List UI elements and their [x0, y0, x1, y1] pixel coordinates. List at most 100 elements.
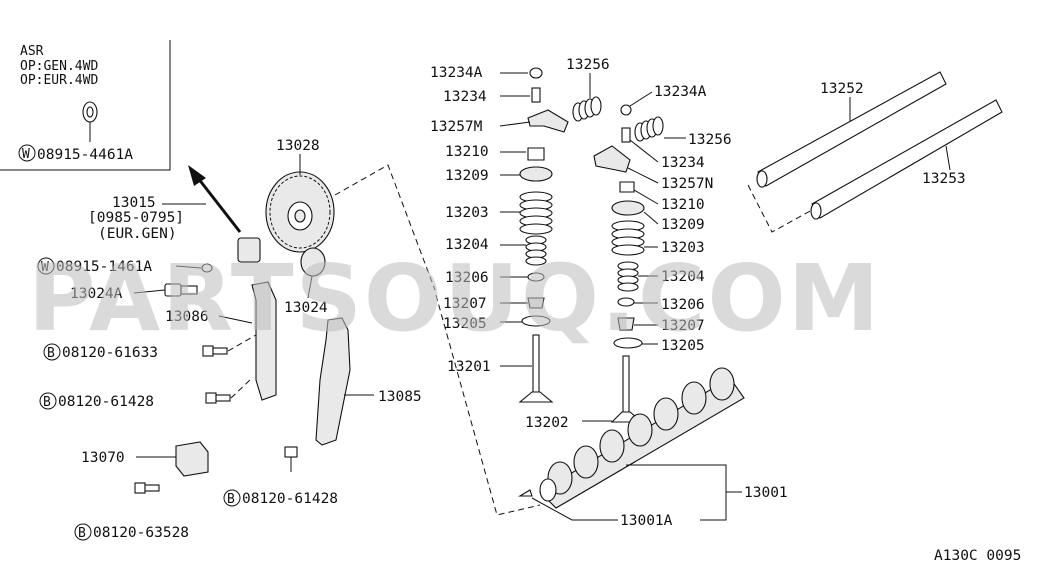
leader-1461a: [175, 265, 202, 269]
inset-washer-label[interactable]: 08915-4461A: [37, 147, 133, 163]
leader-13024: [307, 275, 313, 299]
spring-13204-b: [617, 261, 639, 292]
leader-13257n: [627, 167, 659, 184]
label-13256-a[interactable]: 13256: [566, 57, 610, 73]
label-13234-b[interactable]: 13234: [661, 155, 705, 171]
label-13234-a[interactable]: 13234: [443, 89, 487, 105]
label-13024a[interactable]: 13024A: [70, 286, 123, 302]
label-13209-a[interactable]: 13209: [445, 168, 489, 184]
label-13015-range: [0985-0795]: [88, 210, 184, 226]
leader-13234a-b: [629, 91, 653, 107]
b-circle-61428a: [39, 392, 57, 410]
label-13206-b[interactable]: 13206: [661, 297, 705, 313]
leader-13209-b: [643, 211, 659, 225]
label-13256-b[interactable]: 13256: [688, 132, 732, 148]
inset-arrow: [188, 165, 242, 233]
label-13252[interactable]: 13252: [820, 81, 864, 97]
label-13015[interactable]: 13015: [112, 195, 156, 211]
label-13205-a[interactable]: 13205: [443, 316, 487, 332]
bolt-63528-head: [134, 482, 146, 494]
seal-13207-b: [617, 317, 635, 331]
inset-line1: OP:GEN.4WD: [20, 59, 98, 74]
label-13001[interactable]: 13001: [744, 485, 788, 501]
bolt-61428a-shank: [215, 394, 231, 402]
label-13209-b[interactable]: 13209: [661, 217, 705, 233]
dowel-13001a-shape: [518, 489, 533, 497]
label-13234a-b[interactable]: 13234A: [654, 84, 707, 100]
label-13206-a[interactable]: 13206: [445, 270, 489, 286]
spring-13256-b-shape: [634, 116, 664, 142]
sprocket-assembly: [134, 171, 351, 494]
label-13001a[interactable]: 13001A: [620, 513, 673, 529]
rocker-13257m-shape: [527, 109, 569, 133]
chain-guide-13086-shape: [251, 281, 277, 401]
label-13024[interactable]: 13024: [284, 300, 328, 316]
seat-13206-b: [617, 297, 635, 307]
cam-washer-part: [237, 237, 261, 263]
label-13207-a[interactable]: 13207: [443, 296, 487, 312]
small-washer-shape: [201, 263, 213, 273]
shaft-dashed-link: [747, 184, 813, 233]
b-circle-61428b: [223, 489, 241, 507]
w-circle-1461a: [37, 257, 55, 275]
camshaft-13001-shape: [518, 367, 745, 509]
b-prefix-61633: B: [47, 346, 55, 361]
inset-title: ASR: [20, 44, 44, 59]
sprocket-hole: [294, 209, 306, 223]
spring-13256-a-shape: [572, 96, 602, 122]
washer-13205-a: [521, 315, 551, 327]
column-b-labels: 13256 13234A 13256 13234 13257N 13210 13…: [525, 57, 732, 431]
label-13204-a[interactable]: 13204: [445, 237, 489, 253]
retainer-13210-a: [527, 147, 545, 161]
nut-13234a-b: [620, 104, 632, 116]
label-13210-a[interactable]: 13210: [445, 144, 489, 160]
label-13210-b[interactable]: 13210: [661, 197, 705, 213]
label-13202[interactable]: 13202: [525, 415, 569, 431]
label-13253[interactable]: 13253: [922, 171, 966, 187]
camshaft-labels: 13001 13001A: [531, 464, 788, 529]
chain-tensioner-13085-shape: [315, 317, 351, 446]
label-13234a-a[interactable]: 13234A: [430, 65, 483, 81]
arrow-head: [188, 165, 206, 186]
label-b08120-61428-a[interactable]: 08120-61428: [58, 394, 154, 410]
valve-column-b: [572, 96, 664, 423]
nut-13234a-a: [529, 67, 543, 79]
spring-seat-13209-a: [519, 166, 553, 182]
bolt-63528-shank: [144, 484, 160, 492]
leader-13234-b: [629, 139, 659, 163]
rocker-shafts: 13252 13253: [747, 71, 1003, 233]
label-b08120-61633[interactable]: 08120-61633: [62, 345, 158, 361]
shaft-13252-end: [756, 170, 768, 188]
label-13257m[interactable]: 13257M: [430, 119, 483, 135]
left-labels: 13028 13015 [0985-0795] (EUR.GEN) W 0891…: [37, 138, 422, 541]
label-13207-b[interactable]: 13207: [661, 318, 705, 334]
bolt-61633-shank: [212, 347, 228, 355]
label-13028[interactable]: 13028: [276, 138, 320, 154]
spring-13203-a: [519, 191, 553, 235]
valve-13202-shape: [610, 355, 644, 423]
label-13205-b[interactable]: 13205: [661, 338, 705, 354]
label-13257n[interactable]: 13257N: [661, 176, 713, 192]
washer-13205-b: [613, 337, 643, 349]
leader-13210-b: [633, 189, 659, 205]
label-w08915-1461a[interactable]: 08915-1461A: [56, 259, 152, 275]
b-circle-61633: [43, 343, 61, 361]
label-13201[interactable]: 13201: [447, 359, 491, 375]
label-13203-a[interactable]: 13203: [445, 205, 489, 221]
leader-13001a: [531, 497, 618, 521]
leader-61428a: [230, 377, 253, 399]
leader-13257m: [499, 121, 531, 127]
bolt-13024a-shank: [180, 285, 198, 295]
label-13085[interactable]: 13085: [378, 389, 422, 405]
spring-13204-a: [525, 235, 547, 266]
label-b08120-61428-b[interactable]: 08120-61428: [242, 491, 338, 507]
label-13086[interactable]: 13086: [165, 309, 209, 325]
column-a-labels: 13234A 13234 13257M 13210 13209 13203 13…: [430, 65, 532, 375]
label-b08120-63528[interactable]: 08120-63528: [93, 525, 189, 541]
inset-border: [0, 40, 171, 171]
label-13203-b[interactable]: 13203: [661, 240, 705, 256]
adjuster-13234-b: [621, 127, 631, 143]
label-13070[interactable]: 13070: [81, 450, 125, 466]
inset-line2: OP:EUR.4WD: [20, 73, 98, 88]
label-13204-b[interactable]: 13204: [661, 269, 705, 285]
